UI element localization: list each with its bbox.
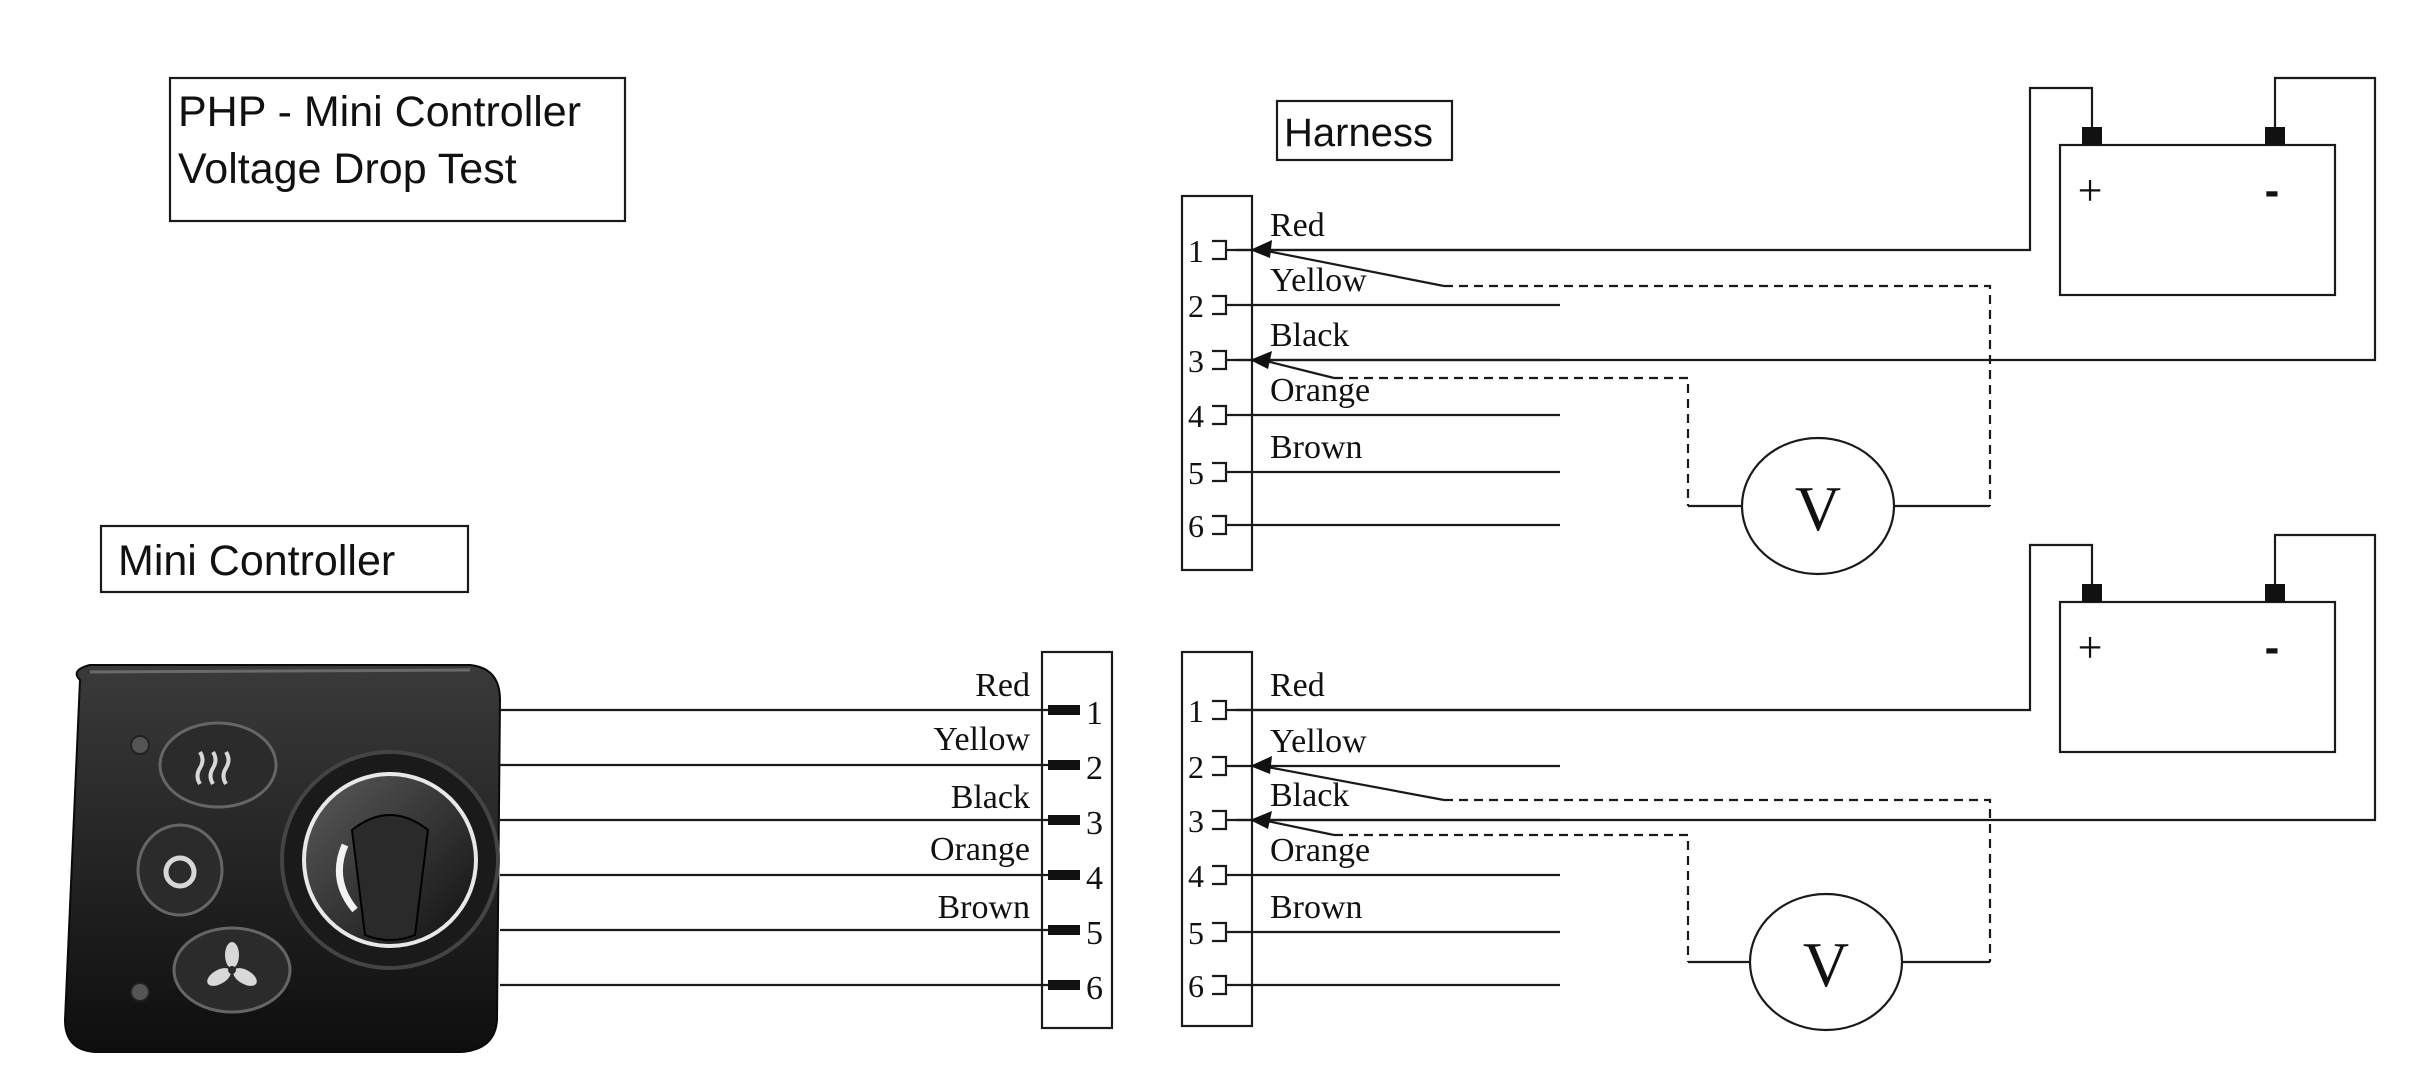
probe-top-black-lead [1334,376,1690,506]
wire-top-battery-minus [1236,76,2377,362]
voltmeter-bottom: V [1748,892,1904,1032]
wire-bottom-battery-minus [1236,533,2377,822]
wire-top-battery-plus [1236,86,2094,252]
harness-bottom-pin-number: 6 [1188,968,1204,1004]
controller-wire-label: Orange [930,831,1030,868]
battery-top-minus-terminal [2265,127,2285,145]
battery-bottom-plus-terminal [2082,584,2102,602]
controller-pin-number: 5 [1086,915,1103,952]
voltmeter-top-symbol: V [1795,473,1841,544]
controller-pin-number: 6 [1086,970,1103,1007]
controller-pin-number: 4 [1086,860,1103,897]
power-button [136,823,224,917]
controller-pin-5 [1048,925,1080,935]
heat-button [158,721,278,809]
probe-bottom-yellow-arrow [1250,756,1272,774]
harness-bottom-wire-label: Black [1270,777,1349,814]
harness-bottom-pin-number: 3 [1188,803,1204,839]
controller-wire-label: Yellow [933,721,1030,758]
harness-bottom-wire-label: Red [1270,667,1325,704]
fan-icon [207,942,257,986]
battery-bottom: + - [2058,584,2337,754]
battery-top-plus-terminal [2082,127,2102,145]
probe-bottom-black-arrow [1250,811,1272,829]
controller-pin-number: 3 [1086,805,1103,842]
harness-bottom-pin-number: 2 [1188,749,1204,785]
controller-pin-number: 2 [1086,750,1103,787]
battery-top-plus-sign: + [2078,166,2103,215]
probe-top-red-tip [1261,248,1445,288]
heat-icon [195,750,231,786]
mini-controller-device [63,664,502,1053]
harness-bottom-pin-number: 1 [1188,693,1204,729]
controller-pin-6 [1048,980,1080,990]
probe-bottom-black-lead [1334,833,1690,962]
voltmeter-bottom-symbol: V [1803,929,1849,1000]
rotary-knob [280,750,500,970]
harness-bottom-wire-label: Yellow [1270,723,1367,760]
harness-bottom-wire-label: Brown [1270,889,1363,926]
title-line2: Voltage Drop Test [178,145,517,193]
controller-pin-number: 1 [1086,695,1103,732]
wire-bottom-battery-plus [1236,543,2094,712]
controller-wire-label: Black [951,779,1030,816]
harness-bottom-pins: 1 Red 2 Yellow 3 Black 4 Orange 5 Brown 6 [1188,667,1560,1004]
probe-top-red-lead [1444,284,1992,506]
controller-label: Mini Controller [118,537,395,585]
harness-label: Harness [1284,111,1433,155]
title-line1: PHP - Mini Controller [178,88,581,136]
harness-bottom-pin-number: 5 [1188,915,1204,951]
battery-bottom-plus-sign: + [2078,623,2103,672]
battery-bottom-minus-terminal [2265,584,2285,602]
controller-pin-3 [1048,815,1080,825]
controller-label-box: Mini Controller [99,524,470,594]
fan-button [172,926,292,1014]
battery-top-minus-sign: - [2265,166,2280,215]
harness-bottom-pin-number: 4 [1188,858,1204,894]
probe-bottom-black-tip [1261,818,1335,837]
voltmeter-top: V [1740,436,1896,576]
title-box: PHP - Mini Controller Voltage Drop Test [168,76,627,223]
harness-top-pin-number: 1 [1188,233,1204,269]
probe-bottom-red-lead [1444,798,1992,962]
screw-top [130,735,150,755]
controller-wire-label: Red [975,667,1030,704]
harness-connector-bottom [1180,650,1254,1028]
controller-pin-4 [1048,870,1080,880]
controller-wire-label: Brown [937,889,1030,926]
power-icon [163,855,197,889]
harness-top-wire-label: Brown [1270,429,1363,466]
battery-top: + - [2058,127,2337,297]
harness-top-pin-number: 4 [1188,398,1204,434]
battery-bottom-minus-sign: - [2265,623,2280,672]
probe-top-black-tip [1261,358,1335,380]
probe-top-black-arrow [1250,351,1272,369]
probe-top-red-arrow [1250,240,1272,258]
controller-wires: 1 Red 2 Yellow 3 Black 4 Orange 5 Brown 6 [500,667,1103,1007]
harness-top-pin-number: 2 [1188,288,1204,324]
harness-top-pin-number: 3 [1188,343,1204,379]
harness-top-pin-number: 5 [1188,455,1204,491]
controller-pin-2 [1048,760,1080,770]
screw-bottom [130,982,150,1002]
harness-top-wire-label: Red [1270,207,1325,244]
harness-top-pin-number: 6 [1188,508,1204,544]
harness-bottom-wire-label: Orange [1270,832,1370,869]
harness-top-wire-label: Black [1270,317,1349,354]
probe-bottom-yellow-tip [1261,764,1445,802]
harness-label-box: Harness [1275,99,1454,162]
controller-pin-1 [1048,705,1080,715]
